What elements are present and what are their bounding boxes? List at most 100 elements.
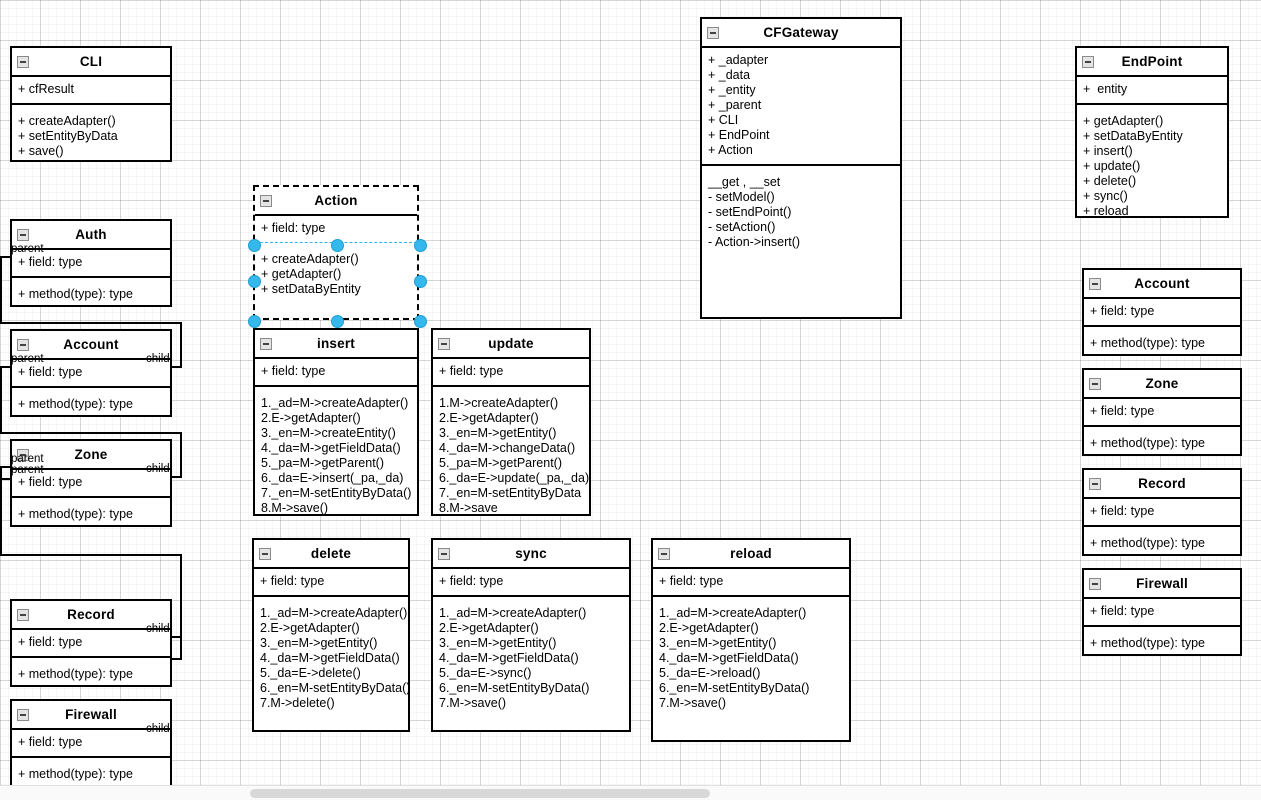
collapse-minus-icon[interactable] [17,448,29,461]
uml-method-row: + setEntityByData [18,129,118,143]
collapse-minus-icon[interactable] [658,547,670,560]
uml-attribute-row: + field: type [439,364,504,378]
collapse-minus-icon[interactable] [438,547,450,560]
uml-class-record-left[interactable]: Record+ field: type+ method(type): type [10,599,172,687]
collapse-minus-icon[interactable] [17,608,29,621]
uml-header-record-right: Record [1084,470,1240,499]
uml-class-title: EndPoint [1121,54,1183,69]
uml-method-row: 5._da=E->sync() [439,666,532,680]
uml-header-zone-right: Zone [1084,370,1240,399]
connector-zone-to-record[interactable] [0,554,182,556]
resize-handle-h-bottom-left[interactable] [247,314,261,328]
connector-account-child-stub[interactable] [166,366,182,368]
uml-header-sync: sync [433,540,629,569]
collapse-minus-icon[interactable] [259,547,271,560]
uml-class-zone-left[interactable]: Zone+ field: type+ method(type): type [10,439,172,527]
resize-handle-h-bottom-mid[interactable] [330,314,344,328]
resize-handle-h-right-mid[interactable] [413,238,427,252]
connector-firewall-right-join[interactable] [166,658,182,660]
uml-class-title: Account [1134,276,1190,291]
edge-label-account-child: child [146,353,170,365]
collapse-minus-icon[interactable] [17,55,29,68]
uml-class-firewall-right[interactable]: Firewall+ field: type+ method(type): typ… [1082,568,1242,656]
connector-auth-down[interactable] [0,256,2,324]
connector-record-right-down[interactable] [180,554,182,660]
uml-class-cfgateway[interactable]: CFGateway+ _adapter+ _data+ _entity+ _pa… [700,17,902,319]
connector-account-to-zone[interactable] [0,432,182,434]
uml-method-row: 8.M->save [439,501,498,515]
uml-class-action[interactable]: Action+ field: type+ createAdapter()+ ge… [253,185,419,320]
connector-auth-left-stub[interactable] [0,256,14,258]
uml-header-cfgateway: CFGateway [702,19,900,48]
uml-header-cli: CLI [12,48,170,77]
collapse-minus-icon[interactable] [1089,277,1101,290]
connector-account-down[interactable] [0,366,2,434]
uml-class-title: Action [314,193,358,208]
connector-zone-down[interactable] [0,466,2,556]
connector-zone-left-stub-b[interactable] [0,478,14,480]
connector-account-left-stub[interactable] [0,366,14,368]
uml-attributes-auth: + field: type [12,250,170,278]
uml-attribute-row: + field: type [260,574,325,588]
uml-class-zone-right[interactable]: Zone+ field: type+ method(type): type [1082,368,1242,456]
collapse-minus-icon[interactable] [1089,577,1101,590]
connector-record-child-stub[interactable] [166,636,182,638]
uml-method-row: 6._da=E->insert(_pa,_da) [261,471,404,485]
collapse-minus-icon[interactable] [438,337,450,350]
uml-class-account-right[interactable]: Account+ field: type+ method(type): type [1082,268,1242,356]
uml-attribute-row: + field: type [439,574,504,588]
resize-handle-h-bottom-right[interactable] [413,314,427,328]
connector-zone-child-stub[interactable] [166,476,182,478]
uml-attributes-account-right: + field: type [1084,299,1240,327]
collapse-minus-icon[interactable] [260,337,272,350]
uml-class-account-left[interactable]: Account+ field: type+ method(type): type [10,329,172,417]
uml-method-row: + delete() [1083,174,1137,188]
uml-class-endpoint[interactable]: EndPoint+ entity+ getAdapter()+ setDataB… [1075,46,1229,218]
collapse-minus-icon[interactable] [1089,477,1101,490]
resize-handle-h-right-lower[interactable] [413,274,427,288]
collapse-minus-icon[interactable] [260,194,272,207]
uml-class-firewall-left[interactable]: Firewall+ field: type+ method(type): typ… [10,699,172,787]
uml-class-cli[interactable]: CLI+ cfResult+ createAdapter()+ setEntit… [10,46,172,162]
uml-method-row: + save() [18,144,64,158]
collapse-minus-icon[interactable] [1082,55,1094,68]
uml-attributes-record-left: + field: type [12,630,170,658]
uml-attributes-firewall-left: + field: type [12,730,170,758]
uml-method-row: 4._da=M->getFieldData() [261,441,401,455]
uml-method-row: 6._en=M-setEntityByData() [659,681,810,695]
collapse-minus-icon[interactable] [1089,377,1101,390]
uml-class-auth[interactable]: Auth+ field: type+ method(type): type [10,219,172,307]
uml-method-row: + getAdapter() [261,267,342,281]
uml-method-row: + createAdapter() [18,114,116,128]
connector-account-right-down[interactable] [180,322,182,368]
connector-auth-to-account[interactable] [0,322,182,324]
uml-header-delete: delete [254,540,408,569]
uml-attribute-row: + entity [1083,82,1128,96]
collapse-minus-icon[interactable] [17,708,29,721]
uml-attribute-row: + field: type [261,364,326,378]
uml-attribute-row: + field: type [18,475,83,489]
horizontal-scrollbar[interactable] [0,785,1261,800]
resize-handle-h-left-lower[interactable] [247,274,261,288]
connector-zone-left-stub-a[interactable] [0,466,14,468]
resize-handle-h-top-mid[interactable] [330,238,344,252]
uml-methods-zone-left: + method(type): type [12,498,170,528]
connector-zone-right-down[interactable] [180,432,182,478]
collapse-minus-icon[interactable] [707,26,719,39]
uml-header-action: Action [255,187,417,216]
uml-class-record-right[interactable]: Record+ field: type+ method(type): type [1082,468,1242,556]
uml-methods-cli: + createAdapter()+ setEntityByData+ save… [12,105,170,165]
uml-header-reload: reload [653,540,849,569]
collapse-minus-icon[interactable] [17,228,29,241]
scrollbar-thumb[interactable] [250,789,710,798]
uml-method-row: + method(type): type [1090,536,1205,550]
collapse-minus-icon[interactable] [17,338,29,351]
uml-method-row: 7._en=M-setEntityByData [439,486,582,500]
resize-handle-h-left-mid[interactable] [247,238,261,252]
